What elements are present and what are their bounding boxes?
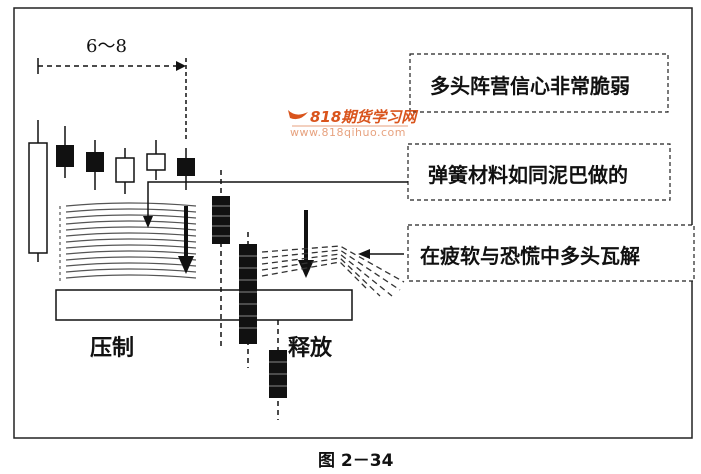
pointer-arrow-middle xyxy=(143,216,153,228)
pointer-arrow-bottom xyxy=(358,249,370,259)
candle-3-body xyxy=(86,152,104,172)
annotation-box-bottom xyxy=(407,224,695,282)
figure-frame xyxy=(13,7,693,439)
drop-candle-2 xyxy=(239,244,257,344)
annotation-bottom-text: 在疲软与恐慌中多头瓦解 xyxy=(420,244,640,268)
watermark-brand: 818期货学习网 xyxy=(310,108,417,126)
candle-4-body xyxy=(115,157,135,183)
annotation-box-top xyxy=(409,53,669,113)
range-arrowhead xyxy=(176,61,186,71)
pointer-line-middle xyxy=(147,181,408,220)
compress-label: 压制 xyxy=(90,336,135,361)
collapsed-spring xyxy=(261,245,405,297)
base-plate xyxy=(55,289,353,321)
candle-2-body xyxy=(56,145,74,167)
compressed-spring xyxy=(59,202,197,282)
annotation-box-middle xyxy=(407,143,671,201)
watermark-url: www.818qihuo.com xyxy=(290,126,406,139)
press-arrow-head xyxy=(178,256,194,274)
annotation-middle-text: 弹簧材料如同泥巴做的 xyxy=(428,163,628,187)
range-label: 6～8 xyxy=(86,36,127,57)
drop-candle-1 xyxy=(212,196,230,244)
candle-6-body xyxy=(177,158,195,176)
release-label: 释放 xyxy=(288,336,333,361)
figure-caption: 图 2－34 xyxy=(318,451,394,471)
drop-candle-coils xyxy=(212,205,287,387)
candle-5-body xyxy=(146,153,166,171)
candle-1-body xyxy=(28,142,48,254)
watermark-logo-icon xyxy=(288,110,308,120)
annotation-top-text: 多头阵营信心非常脆弱 xyxy=(430,74,630,98)
